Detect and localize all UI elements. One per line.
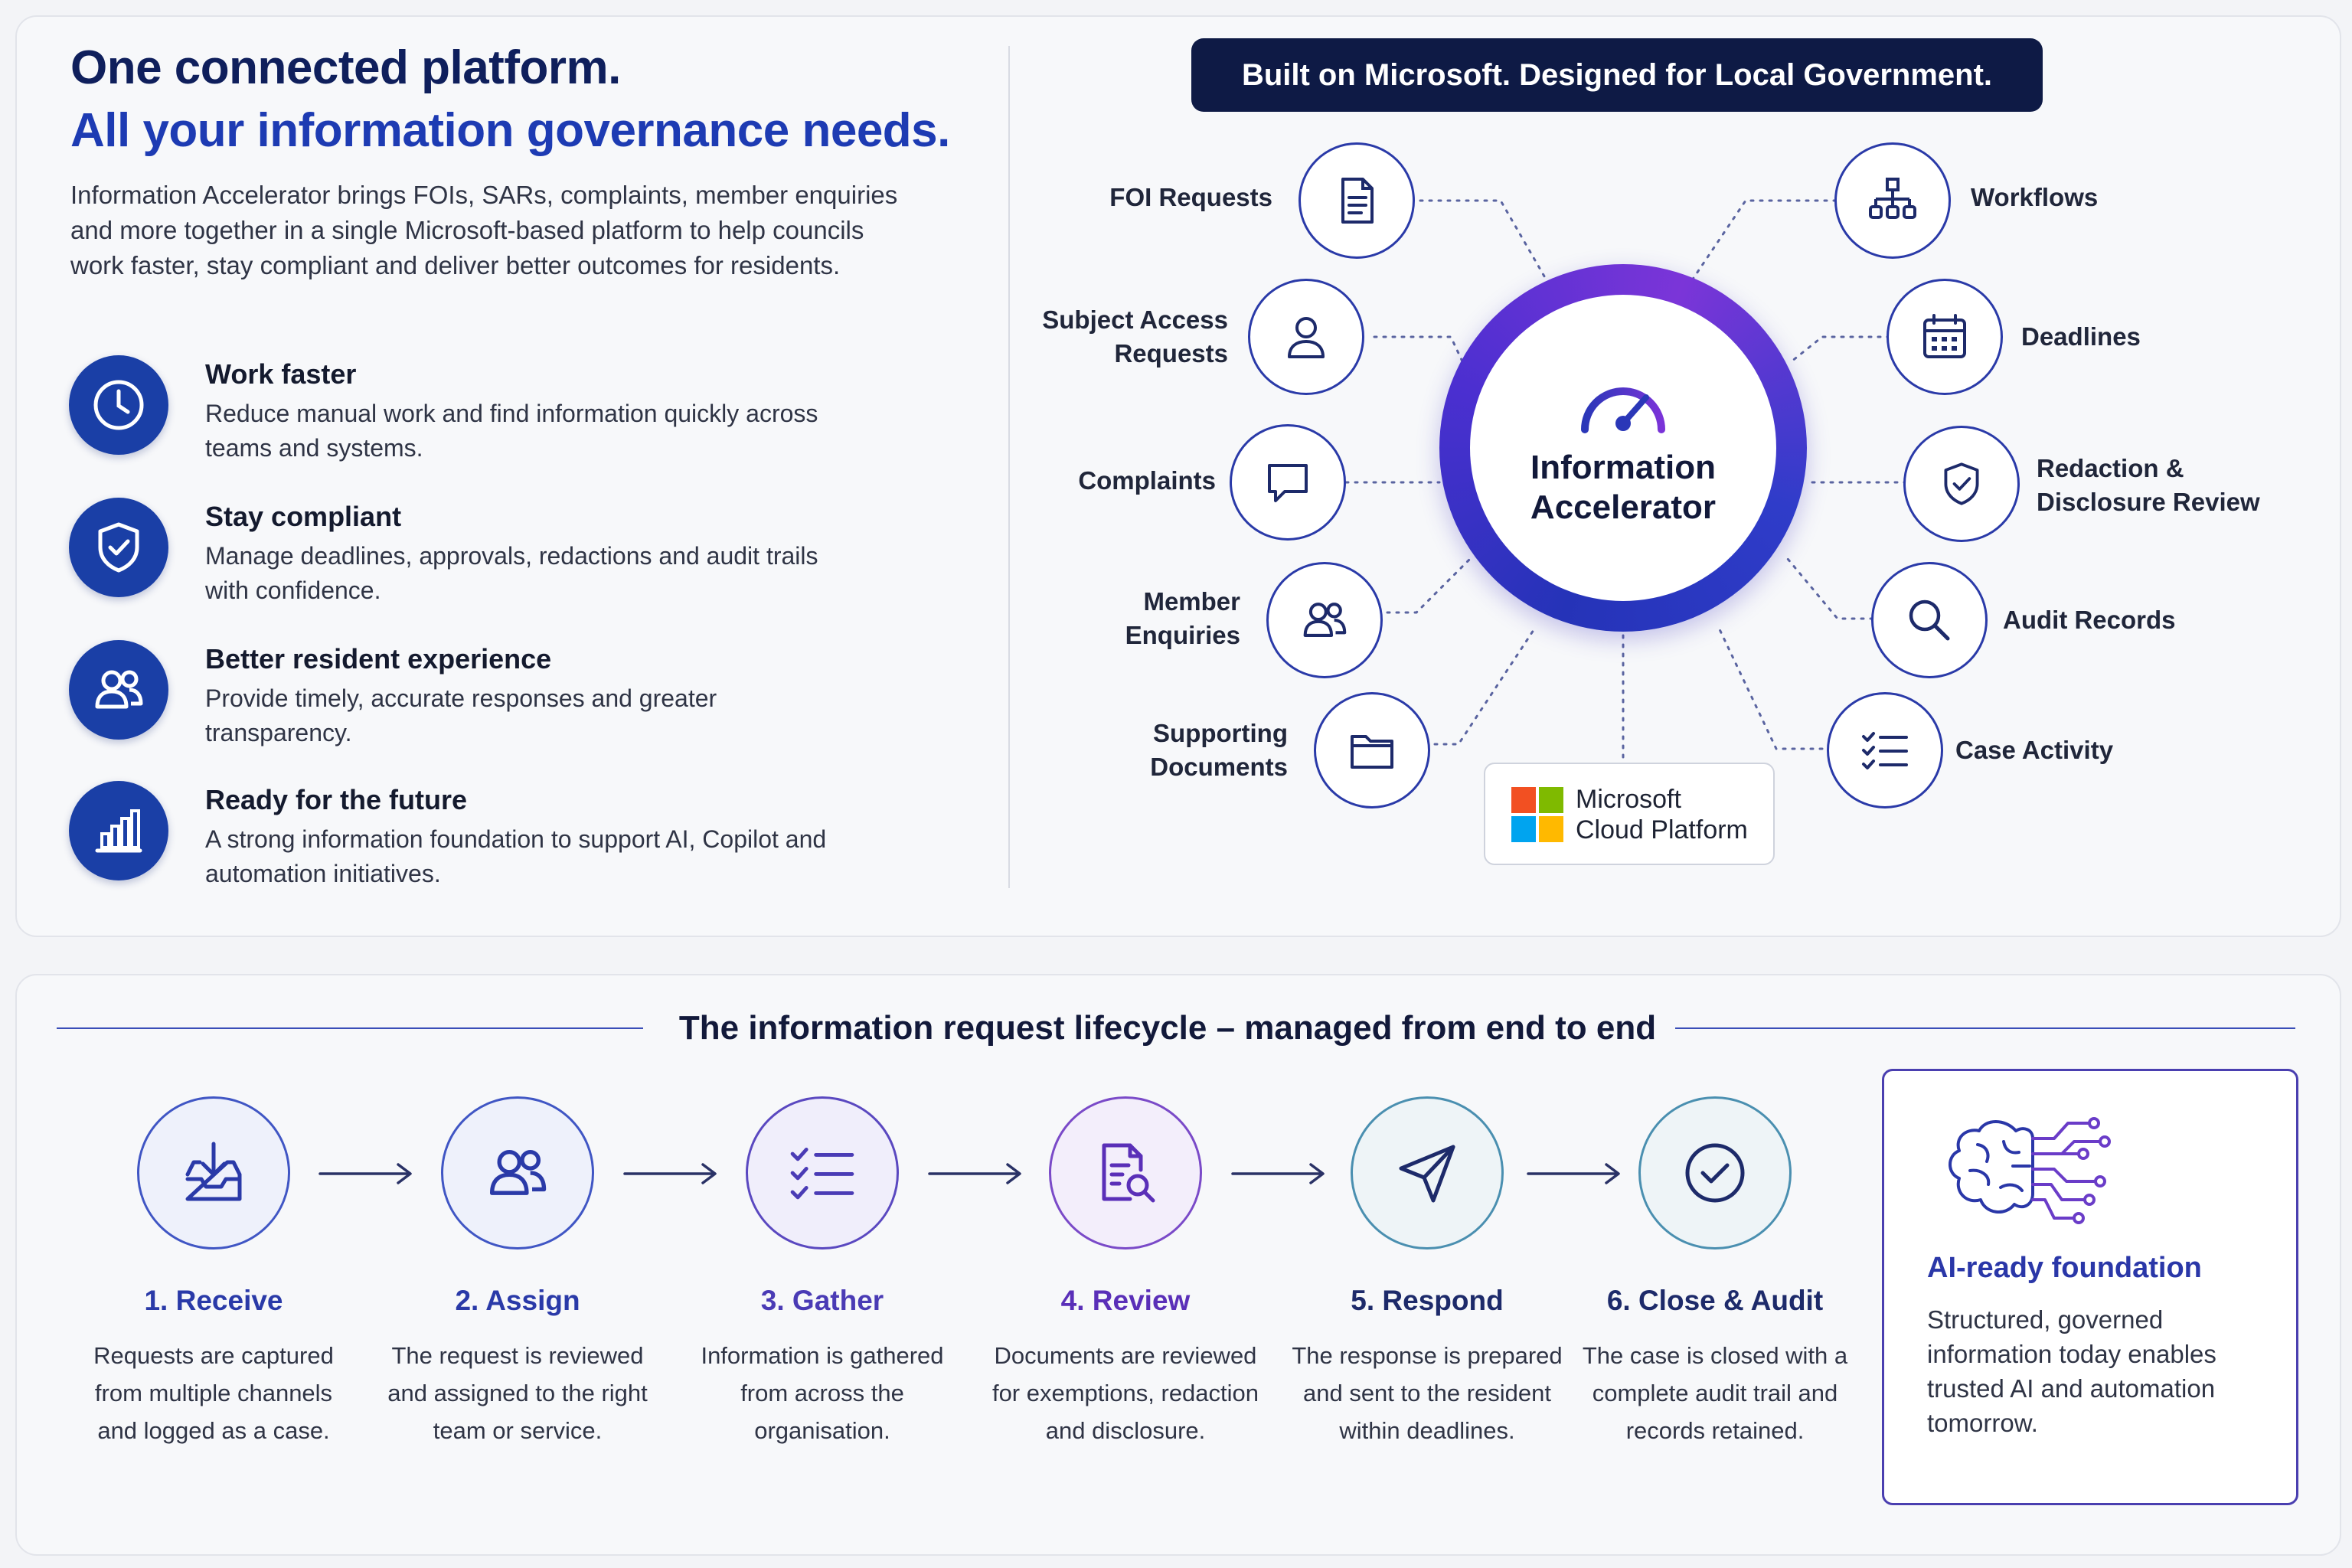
gauge-icon [1581, 387, 1665, 433]
bar-chart-icon [69, 781, 168, 880]
node-label: Supporting Documents [1150, 719, 1288, 781]
node-complaints[interactable] [1230, 424, 1346, 541]
step-title: 1. Receive [144, 1285, 283, 1316]
title-rule-left [57, 1027, 643, 1029]
step-receive-circle[interactable] [137, 1096, 290, 1250]
step-text: Documents are reviewed for exemptions, r… [991, 1342, 1259, 1444]
org-chart-icon [1869, 178, 1916, 219]
column-divider [1008, 46, 1010, 888]
node-member-enquiries[interactable] [1266, 562, 1383, 678]
connector-lines [1344, 199, 1908, 760]
step-respond-circle[interactable] [1351, 1096, 1504, 1250]
clock-icon [69, 355, 168, 455]
arrow-icon [623, 1163, 717, 1184]
benefit-text: A strong information foundation to suppo… [205, 825, 827, 887]
folder-icon [1351, 735, 1393, 769]
ai-card-title: AI-ready foundation [1927, 1252, 2202, 1284]
node-deadlines[interactable] [1886, 279, 2003, 395]
checklist-icon [1862, 732, 1908, 769]
node-audit-records[interactable] [1871, 562, 1988, 678]
arrow-icon [1231, 1163, 1325, 1184]
step-title: 6. Close & Audit [1606, 1285, 1824, 1316]
node-label: Redaction & Disclosure Review [2037, 454, 2260, 516]
node-workflows[interactable] [1834, 142, 1951, 259]
ai-card-text: Structured, governed information today e… [1927, 1305, 2216, 1437]
checklist-icon [790, 1148, 854, 1200]
send-icon [1399, 1145, 1455, 1203]
node-label: Subject Access Requests [1042, 305, 1228, 368]
calendar-icon [1923, 314, 1966, 358]
node-supporting-documents[interactable] [1314, 692, 1430, 808]
brain-circuit-icon [1949, 1117, 2111, 1224]
check-circle-icon [1685, 1143, 1745, 1203]
inbox-download-icon [185, 1142, 242, 1201]
step-text: The response is prepared and sent to the… [1292, 1342, 1563, 1444]
step-gather-circle[interactable] [746, 1096, 899, 1250]
benefit-ready-for-future: Ready for the future A strong informatio… [69, 781, 873, 903]
step-text: The case is closed with a complete audit… [1582, 1342, 1848, 1444]
benefit-title: Better resident experience [205, 643, 552, 675]
benefit-text: Provide timely, accurate responses and g… [205, 684, 717, 746]
step-text: The request is reviewed and assigned to … [387, 1342, 648, 1444]
node-label: Deadlines [2021, 322, 2141, 351]
step-text: Requests are captured from multiple chan… [93, 1342, 334, 1444]
benefit-resident-experience: Better resident experience Provide timel… [69, 640, 873, 763]
hub-title: Information Accelerator [1530, 449, 1717, 526]
node-label: Member Enquiries [1125, 587, 1240, 649]
node-label: Complaints [1078, 466, 1216, 495]
lifecycle-title: The information request lifecycle – mana… [678, 1009, 1657, 1047]
people-icon [489, 1149, 547, 1195]
step-assign-circle[interactable] [441, 1096, 594, 1250]
node-label: Workflows [1971, 183, 2099, 211]
document-search-icon [1102, 1143, 1155, 1203]
node-label: FOI Requests [1109, 183, 1272, 211]
microsoft-cloud-label: Microsoft Cloud Platform [1576, 784, 1748, 845]
microsoft-logo [1511, 787, 1563, 842]
benefit-title: Ready for the future [205, 784, 468, 815]
node-redaction-review[interactable] [1903, 426, 2020, 542]
arrow-icon [318, 1163, 412, 1184]
microsoft-line-1: Microsoft [1576, 785, 1681, 814]
arrow-icon [1527, 1163, 1620, 1184]
shield-check-icon [1944, 462, 1979, 505]
node-case-activity[interactable] [1827, 692, 1943, 808]
step-close-audit-circle[interactable] [1638, 1096, 1792, 1250]
step-title: 5. Respond [1351, 1285, 1504, 1316]
benefit-text: Reduce manual work and find information … [205, 400, 818, 462]
speech-bubble-icon [1268, 464, 1308, 502]
benefit-title: Work faster [205, 358, 357, 390]
hub-ring: Information Accelerator [1439, 264, 1807, 632]
step-title: 2. Assign [455, 1285, 580, 1316]
microsoft-line-2: Cloud Platform [1576, 815, 1748, 844]
benefit-work-faster: Work faster Reduce manual work and find … [69, 355, 873, 478]
node-label: Case Activity [1955, 736, 2114, 764]
node-foi-requests[interactable] [1298, 142, 1415, 259]
node-subject-access-requests[interactable] [1248, 279, 1364, 395]
document-icon [1341, 178, 1374, 224]
microsoft-cloud-badge: Microsoft Cloud Platform [1484, 763, 1775, 865]
step-title: 4. Review [1060, 1285, 1191, 1316]
ai-ready-card: AI-ready foundation Structured, governed… [1882, 1069, 2298, 1505]
headline-line-2: All your information governance needs. [70, 104, 950, 157]
hub-center: Information Accelerator [1470, 295, 1776, 601]
headline-line-1: One connected platform. [70, 41, 621, 94]
step-text: Information is gathered from across the … [701, 1342, 944, 1444]
people-icon [69, 640, 168, 740]
benefit-text: Manage deadlines, approvals, redactions … [205, 542, 818, 604]
headline: One connected platform. All your informa… [70, 37, 950, 162]
benefit-title: Stay compliant [205, 501, 402, 532]
node-label: Audit Records [2003, 606, 2176, 634]
arrow-icon [928, 1163, 1021, 1184]
step-review-circle[interactable] [1049, 1096, 1202, 1250]
intro-text: Information Accelerator brings FOIs, SAR… [70, 181, 898, 279]
people-icon [1303, 603, 1347, 637]
step-title: 3. Gather [760, 1285, 884, 1316]
magnifier-icon [1909, 599, 1950, 641]
benefit-stay-compliant: Stay compliant Manage deadlines, approva… [69, 498, 873, 620]
person-icon [1288, 317, 1325, 358]
shield-check-icon [69, 498, 168, 597]
platform-banner: Built on Microsoft. Designed for Local G… [1191, 38, 2043, 112]
title-rule-right [1675, 1027, 2295, 1029]
